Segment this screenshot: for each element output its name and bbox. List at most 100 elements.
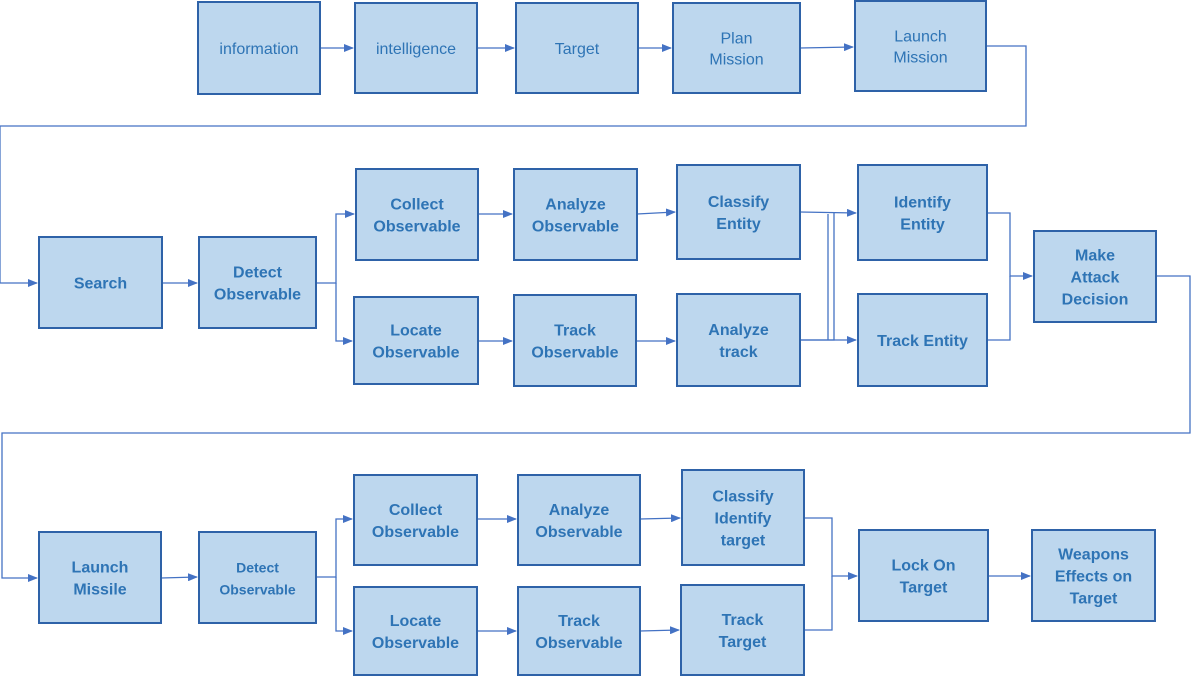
node-classify-identify-target-box	[681, 469, 805, 566]
node-track-target-label-line: Target	[719, 634, 767, 651]
node-detect-observable-2-box	[198, 531, 317, 624]
connector-track-target-lock-on	[804, 576, 833, 631]
node-search: Search	[38, 236, 163, 329]
node-track-observable-box	[513, 294, 637, 387]
node-analyze-observable-2-box	[517, 474, 641, 566]
node-analyze-observable-label-line: Analyze	[545, 197, 606, 214]
node-classify-entity-box	[676, 164, 801, 260]
node-lock-on-target-label-line: Lock On	[891, 558, 955, 575]
node-intelligence: intelligence	[354, 2, 478, 94]
node-intelligence-label-line: intelligence	[376, 41, 456, 58]
node-launch-mission-label-line: Launch	[894, 29, 947, 46]
node-target-box	[515, 2, 639, 94]
node-make-attack-decision-label-line: Decision	[1062, 292, 1129, 309]
node-locate-observable-label-line: Locate	[390, 323, 442, 340]
node-plan-mission-label-line: Mission	[709, 52, 763, 69]
node-plan-mission-label-line: Plan	[720, 31, 752, 48]
node-detect-observable-label-line: Detect	[233, 265, 283, 282]
node-analyze-observable-label-line: Observable	[532, 219, 619, 236]
node-track-entity: Track Entity	[857, 293, 988, 387]
node-weapons-effects-on-target-label-line: Weapons	[1058, 547, 1129, 564]
node-track-target-label-line: Track	[722, 612, 764, 629]
node-analyze-track-label-line: track	[719, 344, 757, 361]
node-detect-observable-box	[198, 236, 317, 329]
node-collect-observable-label-line: Collect	[390, 197, 444, 214]
connector-decision-to-launch-missile	[1, 275, 1191, 582]
node-plan-mission-box	[672, 2, 801, 94]
node-identify-entity-label-line: Entity	[900, 217, 945, 234]
connector-launch-mission-to-search	[0, 45, 1027, 287]
node-detect-observable-2-label-line: Observable	[219, 582, 295, 598]
node-locate-observable-2-label-line: Locate	[390, 613, 442, 630]
node-track-observable-label-line: Observable	[531, 345, 618, 362]
node-launch-missile-box	[38, 531, 162, 624]
connector-analyze-classify	[636, 208, 676, 217]
node-locate-observable-2-label-line: Observable	[372, 635, 459, 652]
connector-classify-lock-on	[804, 517, 858, 580]
connector-detect-locate	[335, 283, 353, 345]
connector-plan-launch-mission	[799, 43, 854, 52]
node-track-observable-2-label-line: Track	[558, 613, 600, 630]
node-information-box	[197, 1, 321, 95]
node-search-box	[38, 236, 163, 329]
connector-launch-missile-detect	[160, 573, 198, 582]
node-locate-observable-2-box	[353, 586, 478, 676]
connector-track-track-target-3	[639, 626, 680, 635]
node-information: information	[197, 1, 321, 95]
node-classify-entity-label-line: Entity	[716, 216, 761, 233]
node-classify-identify-target-label-line: Identify	[715, 511, 772, 528]
node-detect-observable-2-label-line: Detect	[236, 560, 279, 576]
node-lock-on-target-box	[858, 529, 989, 622]
node-information-label-line: information	[219, 41, 298, 58]
node-track-observable-2-box	[517, 586, 641, 676]
node-weapons-effects-on-target-label-line: Effects on	[1055, 569, 1132, 586]
node-lock-on-target-label-line: Target	[900, 580, 948, 597]
connector-analyze-classify-3	[639, 514, 681, 523]
connector-detect-collect	[316, 210, 355, 284]
node-track-entity-label-line: Track Entity	[877, 333, 968, 350]
node-locate-observable-box	[353, 296, 479, 385]
node-identify-entity-label-line: Identify	[894, 195, 951, 212]
connector-detect-locate-3	[335, 577, 353, 635]
connector-analyze-track-up	[800, 213, 835, 341]
node-weapons-effects-on-target-box	[1031, 529, 1156, 622]
node-weapons-effects-on-target-label-line: Target	[1070, 591, 1118, 608]
node-collect-observable-box	[355, 168, 479, 261]
node-track-target-box	[680, 584, 805, 676]
node-launch-missile-label-line: Launch	[72, 560, 129, 577]
node-collect-observable-label-line: Observable	[373, 219, 460, 236]
connector-detect-collect-3	[316, 515, 353, 578]
node-analyze-track-box	[676, 293, 801, 387]
node-identify-entity-box	[857, 164, 988, 261]
node-analyze-observable-2-label-line: Observable	[535, 524, 622, 541]
node-track-observable-label-line: Track	[554, 323, 596, 340]
connector-identify-decision	[987, 212, 1033, 280]
node-analyze-observable-box	[513, 168, 638, 261]
connector-track-entity-decision	[987, 276, 1011, 341]
node-make-attack-decision-box	[1033, 230, 1157, 323]
node-classify-identify-target-label-line: target	[721, 533, 766, 550]
node-detect-observable-label-line: Observable	[214, 287, 301, 304]
node-classify-entity-label-line: Classify	[708, 194, 769, 211]
node-target-label-line: Target	[555, 41, 600, 58]
node-launch-missile-label-line: Missile	[73, 582, 126, 599]
node-track-observable-2-label-line: Observable	[535, 635, 622, 652]
